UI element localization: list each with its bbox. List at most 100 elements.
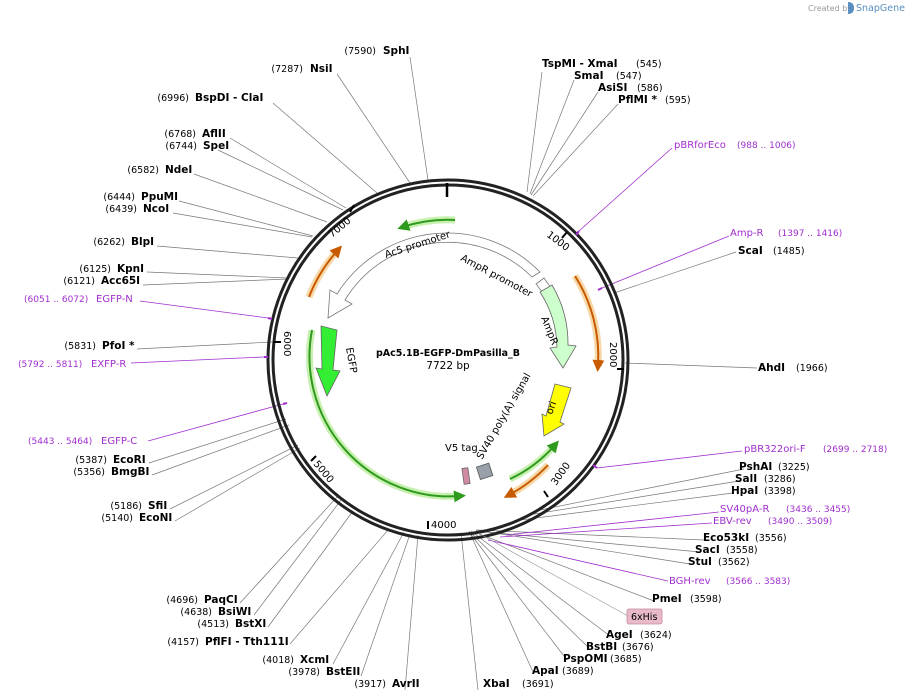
primer-name: EXFP-R (91, 359, 126, 370)
tick-marks (273, 204, 624, 529)
site-pos: (6262) (93, 237, 125, 248)
primer-range: (988 .. 1006) (737, 141, 796, 151)
site-pos: (4513) (197, 619, 229, 630)
site-name: PmeI (652, 593, 682, 605)
backbone-outer (266, 178, 630, 542)
tick-label-2000: 2000 (607, 342, 618, 367)
plasmid-length: 7722 bp (426, 360, 470, 372)
credit-prefix: Created by (808, 4, 852, 13)
site-name: PflMI * (618, 94, 657, 106)
site-name: BstXI (235, 618, 266, 630)
tick-label-4000: 4000 (431, 520, 456, 531)
site-name: SacI (695, 544, 720, 556)
primer-range: (3566 .. 3583) (726, 577, 790, 587)
site-pos: (5186) (110, 501, 142, 512)
site-pos: (3691) (522, 679, 554, 690)
site-pos: (6996) (157, 93, 189, 104)
tick-label-7000: 7000 (327, 216, 354, 241)
tick-label-3000: 3000 (549, 461, 573, 488)
primer-name: EBV-rev (713, 516, 752, 527)
site-name: AflII (202, 128, 226, 140)
site-pos: (5831) (64, 341, 96, 352)
site-pos: (4696) (166, 595, 198, 606)
site-pos: (6744) (165, 141, 197, 152)
site-name: PfoI * (102, 340, 135, 352)
site-name: NcoI (143, 203, 169, 215)
primer-range: (3436 .. 3455) (786, 505, 850, 515)
feature-label-sv40-polya: SV40 poly(A) signal (475, 371, 533, 461)
site-pos: (6125) (79, 264, 111, 275)
6xhis-badge: 6xHis (477, 532, 663, 625)
site-name: PflFI - Tth111I (205, 636, 289, 648)
site-name: Acc65I (101, 275, 140, 287)
site-name: AsiSI (598, 82, 627, 94)
site-pos: (3225) (778, 462, 810, 473)
site-name: EcoRI (113, 454, 146, 466)
site-pos: (3689) (562, 666, 594, 677)
site-pos: (3624) (640, 630, 672, 641)
feature-label-ori: ori (544, 400, 559, 416)
site-pos: (3556) (755, 533, 787, 544)
primer-leader-lines (130, 147, 743, 582)
primer-name: SV40pA-R (720, 504, 769, 515)
site-pos: (6439) (105, 204, 137, 215)
site-pos: (5356) (73, 467, 105, 478)
site-pos: (6444) (103, 192, 135, 203)
site-pos: (3562) (718, 557, 750, 568)
site-pos: (3558) (726, 545, 758, 556)
site-name: TspMI - XmaI (542, 58, 618, 70)
site-pos: (6582) (127, 165, 159, 176)
primer-range: (3490 .. 3509) (768, 517, 832, 527)
site-pos: (545) (636, 59, 662, 70)
site-labels: (7590) SphI (7287) NsiI (6996) BspDI - C… (63, 45, 827, 690)
site-name: AhdI (758, 362, 785, 374)
site-name: PshAI (739, 461, 772, 473)
primer-name: pBR322ori-F (744, 444, 806, 455)
site-pos: (4157) (167, 637, 199, 648)
site-name: SalI (735, 473, 757, 485)
site-name: ApaI (532, 665, 559, 677)
site-name: SmaI (574, 70, 604, 82)
primer-name: Amp-R (730, 228, 764, 239)
primer-range: (2699 .. 2718) (823, 445, 887, 455)
site-pos: (7590) (344, 46, 376, 57)
site-name: BstEII (326, 666, 360, 678)
site-pos: (3917) (354, 679, 386, 690)
site-name: XcmI (300, 654, 329, 666)
sv40-box (475, 462, 494, 481)
site-name: ScaI (738, 245, 763, 257)
site-name: XbaI (483, 678, 510, 690)
site-pos: (547) (616, 71, 642, 82)
ampr-arrow (539, 284, 577, 369)
site-pos: (3676) (622, 642, 654, 653)
site-name: NdeI (165, 164, 192, 176)
primer-labels: pBRforEco (988 .. 1006) Amp-R (1397 .. 1… (18, 140, 887, 587)
site-pos: (3978) (288, 667, 320, 678)
site-pos: (586) (637, 83, 663, 94)
site-pos: (595) (665, 95, 691, 106)
site-name: BlpI (131, 236, 154, 248)
site-name: EcoNI (139, 512, 172, 524)
v5-tag-box (461, 467, 471, 485)
site-name: BstBI (586, 641, 617, 653)
site-pos: (4638) (180, 607, 212, 618)
primer-range: (5792 .. 5811) (18, 360, 82, 370)
primer-name: BGH-rev (669, 576, 711, 587)
site-name: StuI (688, 556, 712, 568)
credit-brand: SnapGene (856, 3, 905, 14)
site-name: HpaI (731, 485, 758, 497)
site-pos: (7287) (271, 64, 303, 75)
site-name: AgeI (606, 629, 633, 641)
site-name: PaqCI (204, 594, 238, 606)
site-pos: (6121) (63, 276, 95, 287)
tick-label-6000: 6000 (281, 331, 292, 356)
site-pos: (3685) (610, 654, 642, 665)
site-pos: (5387) (75, 455, 107, 466)
egfp-arrow (315, 325, 341, 397)
site-pos: (3598) (690, 594, 722, 605)
site-pos: (3398) (764, 486, 796, 497)
primer-range: (1397 .. 1416) (778, 229, 842, 239)
primer-range: (5443 .. 5464) (28, 437, 92, 447)
snapgene-logo-icon (848, 2, 854, 14)
